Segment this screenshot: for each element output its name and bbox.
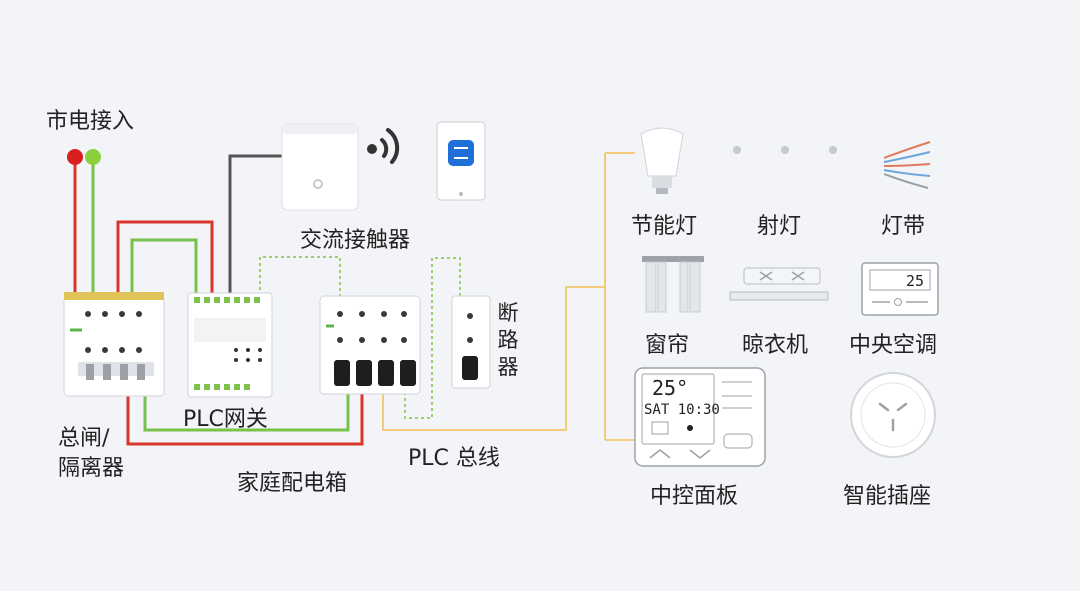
panel-datetime: SAT 10:30 xyxy=(644,402,720,418)
phone-icon xyxy=(436,121,486,201)
breaker-label: 断 路 器 xyxy=(495,300,521,381)
plc-bus-label: PLC 总线 xyxy=(408,446,500,471)
contactor-label: 交流接触器 xyxy=(300,228,411,253)
panel-temp: 25° xyxy=(652,376,688,400)
plc-gateway-icon xyxy=(187,292,273,398)
central-ac-icon xyxy=(861,262,939,316)
device-curtain: 窗帘 xyxy=(645,333,690,358)
control-panel-icon xyxy=(634,367,766,467)
contactor-breaker-icon xyxy=(319,295,421,395)
device-energy-lamp: 节能灯 xyxy=(631,214,698,239)
breaker-icon xyxy=(451,295,491,389)
breaker-label-char-1: 断 xyxy=(497,301,519,325)
drying-rack-icon xyxy=(729,267,829,301)
distribution-box-label: 家庭配电箱 xyxy=(237,471,348,496)
breaker-label-char-3: 器 xyxy=(497,355,519,379)
device-smart-socket: 智能插座 xyxy=(843,484,932,509)
device-spotlight: 射灯 xyxy=(757,214,802,239)
mains-wires xyxy=(67,149,101,298)
spotlight-icon xyxy=(733,146,837,154)
curtain-icon xyxy=(642,256,704,313)
mains-label: 市电接入 xyxy=(46,109,135,134)
ac-display-temp: 25 xyxy=(906,272,924,290)
device-light-strip: 灯带 xyxy=(881,214,926,239)
live-terminal xyxy=(67,149,83,165)
plc-gateway-label: PLC网关 xyxy=(183,407,268,432)
device-central-ac: 中央空调 xyxy=(849,333,938,358)
wifi-icon xyxy=(367,128,400,164)
internal-wires xyxy=(116,154,461,446)
light-strip-icon xyxy=(883,141,931,189)
breaker-label-char-2: 路 xyxy=(497,328,519,352)
router-icon xyxy=(281,123,359,211)
device-control-panel: 中控面板 xyxy=(650,484,739,509)
smart-socket-icon xyxy=(850,372,936,458)
main-switch-icon xyxy=(63,292,165,397)
neutral-terminal xyxy=(85,149,101,165)
main-switch-label-2: 隔离器 xyxy=(58,456,125,481)
plc-bus xyxy=(382,152,635,441)
device-drying-rack: 晾衣机 xyxy=(742,333,809,358)
energy-lamp-icon xyxy=(640,127,684,194)
main-switch-label-1: 总闸/ xyxy=(58,426,110,451)
